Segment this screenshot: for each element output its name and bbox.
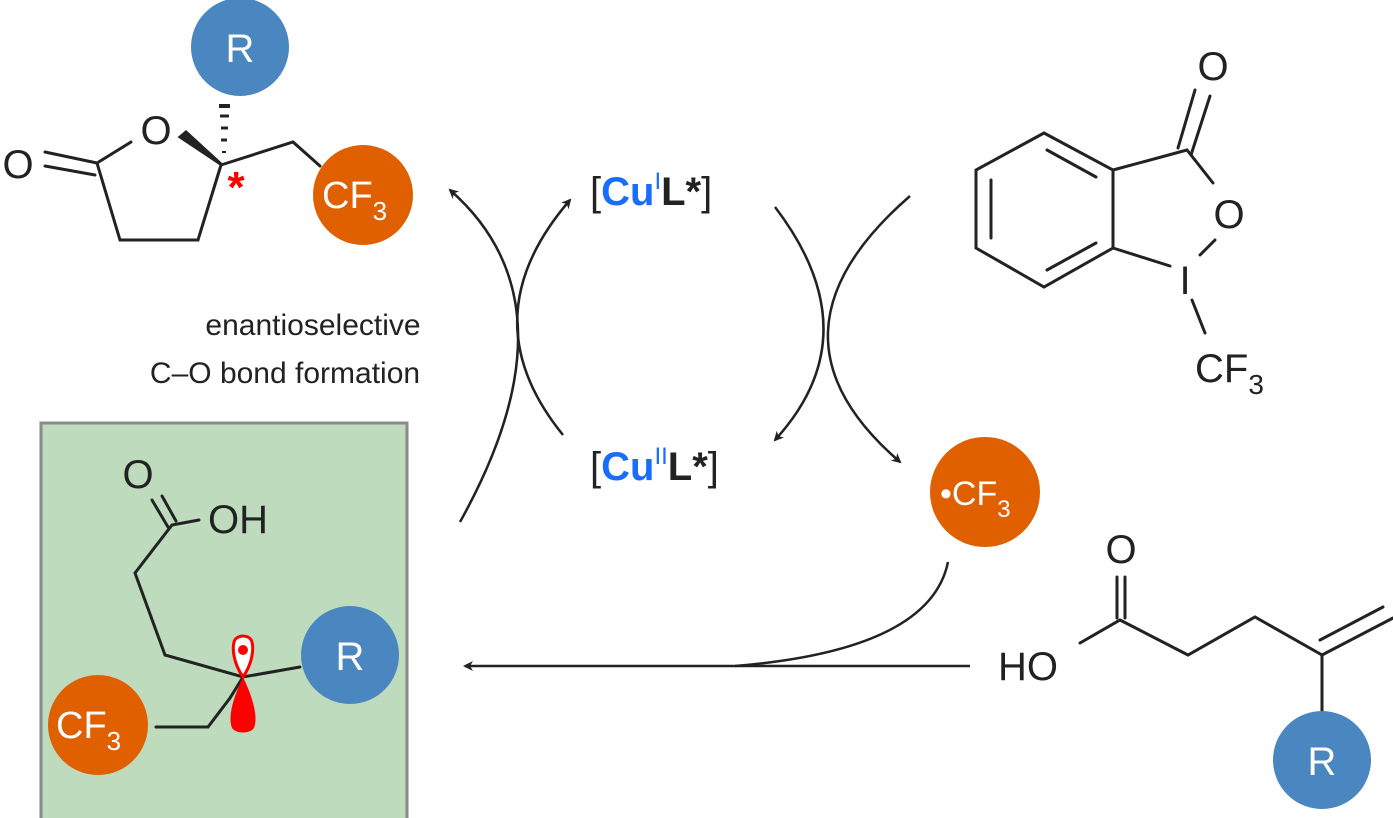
cf3-group-badge — [48, 675, 148, 775]
cf3-label: CF3 — [56, 705, 121, 756]
arrow-to-product — [448, 188, 520, 523]
copper-ii-complex: [CuIIL*] — [590, 443, 719, 489]
radical-intermediate-box: O OH R CF3 — [39, 421, 409, 818]
togni-carbonyl-oxygen: O — [1197, 45, 1228, 89]
arrow-to-cf3-radical — [826, 195, 911, 464]
hashed-bond — [219, 104, 230, 153]
arrow-to-copper-ii — [773, 206, 825, 442]
wedge-bond — [177, 130, 224, 167]
r-label: R — [1308, 740, 1337, 784]
lactone-product: R O O * CF3 — [2, 0, 413, 245]
togni-ring-oxygen: O — [1213, 193, 1244, 237]
togni-iodine: I — [1179, 259, 1190, 303]
cf3-group-badge — [313, 145, 413, 245]
cf3-label: CF3 — [322, 175, 387, 226]
ring-oxygen: O — [140, 109, 171, 153]
radical-p-orbital — [230, 634, 256, 733]
togni-cf3: CF3 — [1195, 347, 1264, 400]
cf3-radical-badge — [930, 437, 1040, 547]
substrate-carbonyl-oxygen: O — [1105, 528, 1136, 572]
r-group-badge — [301, 606, 399, 704]
arrow-to-copper-i — [515, 198, 572, 436]
stereocenter-asterisk: * — [227, 163, 245, 212]
togni-reagent: O O I CF3 — [974, 45, 1264, 400]
acid-carbonyl-oxygen: O — [122, 453, 153, 497]
carbonyl-oxygen: O — [2, 143, 33, 187]
r-group-badge — [1273, 711, 1371, 809]
alkenoic-acid-substrate: HO O R — [998, 528, 1393, 809]
annotation-line-1: enantioselective — [205, 309, 420, 342]
radical-addition-curve — [734, 561, 950, 668]
cf3-radical-label: •CF3 — [940, 475, 1011, 523]
r-label: R — [336, 635, 365, 679]
r-label: R — [226, 27, 255, 71]
copper-i-complex: [CuIL*] — [590, 168, 712, 214]
r-group-badge — [191, 0, 289, 96]
substrate-hydroxyl: HO — [998, 645, 1058, 689]
acid-hydroxyl: OH — [208, 498, 268, 542]
annotation-line-2: C–O bond formation — [150, 357, 420, 390]
